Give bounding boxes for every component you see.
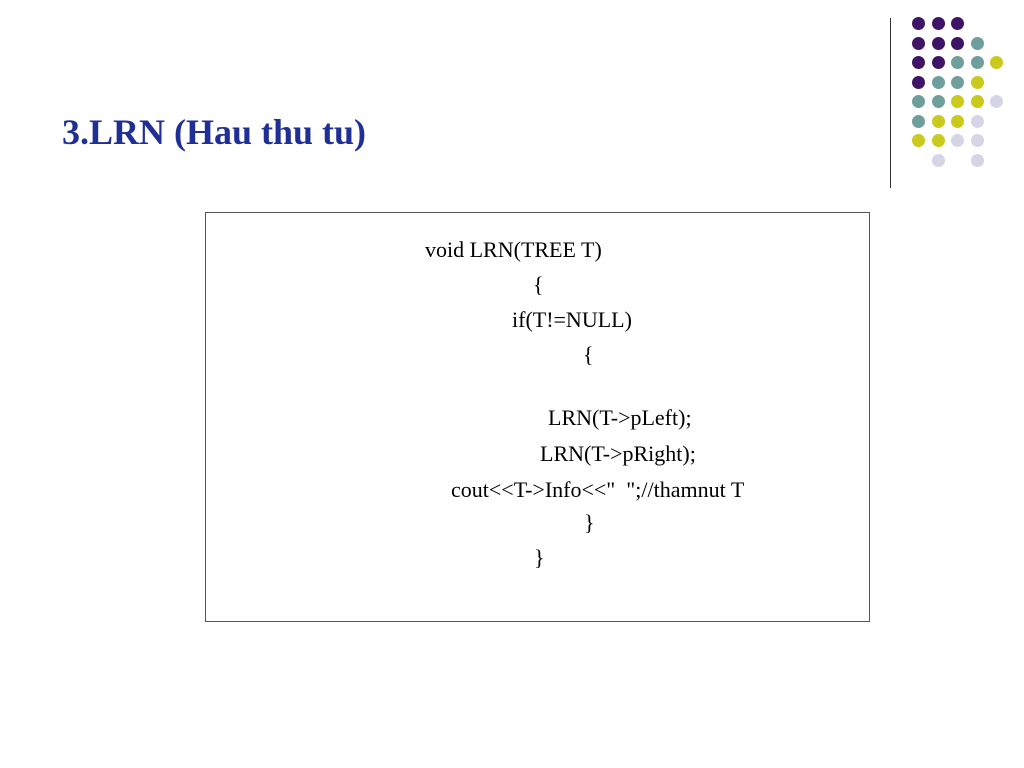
decor-dot <box>931 153 945 167</box>
decor-dot <box>951 56 964 69</box>
code-box: void LRN(TREE T) { if(T!=NULL) { LRN(T->… <box>205 212 870 622</box>
decor-dot <box>951 134 964 147</box>
code-line: { <box>533 272 544 297</box>
code-line: LRN(T->pRight); <box>540 441 696 466</box>
decor-dot <box>951 95 964 108</box>
decor-dot <box>912 56 925 69</box>
decor-dot <box>990 95 1003 108</box>
dot-pattern-decoration <box>0 0 1024 200</box>
code-line: { <box>583 342 594 367</box>
decor-dot <box>931 134 945 147</box>
decor-dot <box>951 114 964 128</box>
decor-dot <box>912 75 925 89</box>
decor-dot <box>912 95 925 108</box>
decor-dot <box>951 75 964 89</box>
decor-dot <box>970 36 984 50</box>
decor-dot <box>931 36 945 50</box>
decor-dot <box>931 56 945 69</box>
slide-title: 3.LRN (Hau thu tu) <box>62 112 367 152</box>
decor-dot <box>912 114 925 128</box>
code-line: } <box>534 545 545 570</box>
decor-dot <box>931 17 945 30</box>
code-line: LRN(T->pLeft); <box>548 405 692 430</box>
decor-dot <box>970 134 984 147</box>
divider-line <box>890 18 891 188</box>
decor-dot <box>912 36 925 50</box>
code-line: } <box>584 510 595 535</box>
decor-dot <box>970 75 984 89</box>
code-line: void LRN(TREE T) <box>425 237 602 262</box>
decor-dot <box>951 17 964 30</box>
decor-dot <box>990 56 1003 69</box>
code-line: if(T!=NULL) <box>512 307 632 332</box>
decor-dot <box>951 36 964 50</box>
code-line: cout<<T->Info<<" ";//thamnut T <box>451 477 745 502</box>
decor-dot <box>912 134 925 147</box>
decor-dot <box>931 114 945 128</box>
decor-dot <box>931 75 945 89</box>
decor-dot <box>970 153 984 167</box>
decor-dot <box>970 114 984 128</box>
decor-dot <box>970 95 984 108</box>
decor-dot <box>970 56 984 69</box>
decor-dot <box>931 95 945 108</box>
decor-dot <box>912 17 925 30</box>
